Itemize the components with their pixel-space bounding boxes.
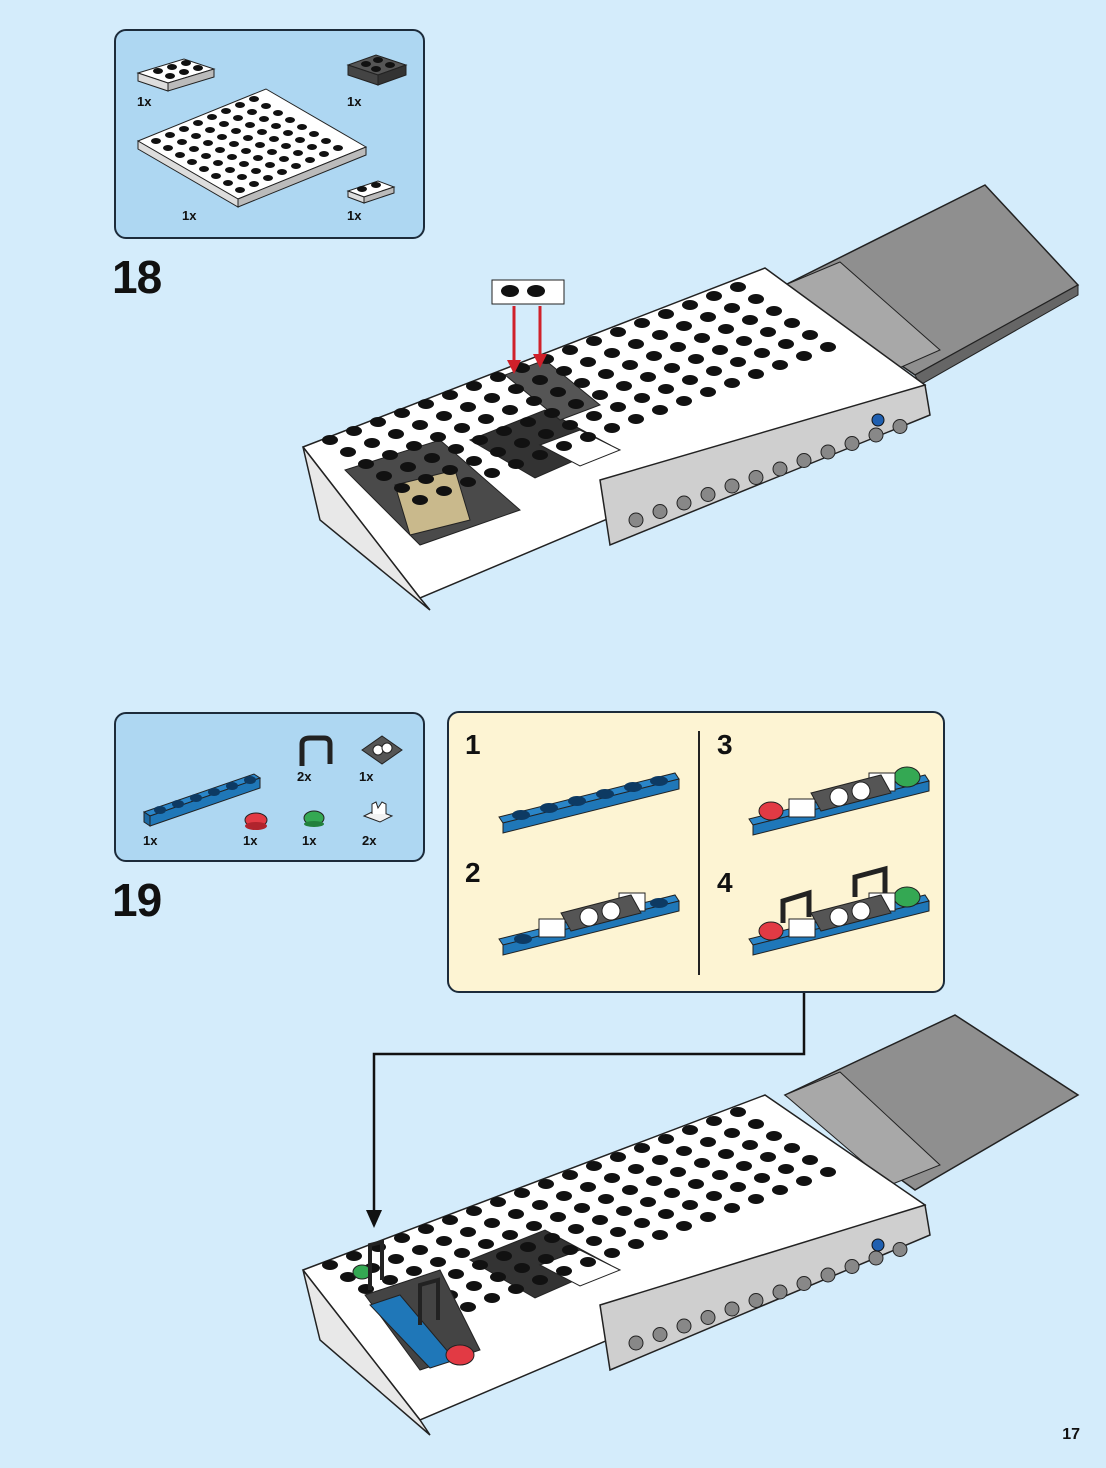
qty-dial-tile: 1x: [359, 769, 374, 784]
substep3-assembly: [748, 766, 930, 836]
substep-number-4: 4: [717, 867, 733, 898]
qty-bar-handle: 2x: [297, 769, 312, 784]
qty-red-round-tile: 1x: [243, 833, 258, 848]
part-green-round-tile: [303, 810, 325, 827]
part-dial-tile: [361, 735, 403, 765]
step19-parts-illustration: [142, 735, 403, 830]
step19-model-illustration: [301, 993, 1080, 1436]
part-dark-plate-2x2: [346, 54, 408, 86]
part-bar-handle: [299, 735, 333, 766]
qty-white-clip: 2x: [362, 833, 377, 848]
part-white-clip: [362, 801, 394, 823]
qty-green-round-tile: 1x: [302, 833, 317, 848]
part-white-plate-2x3: [136, 58, 216, 92]
substep-illustrations: [498, 731, 930, 975]
substep2-assembly: [498, 892, 680, 956]
qty-dark-plate-2x2: 1x: [347, 94, 362, 109]
step19-substep-panel: 1 2 3 4: [447, 711, 945, 993]
substep-number-2: 2: [465, 857, 481, 888]
step18-studs: [322, 282, 836, 505]
part-white-plate-1x2: [346, 180, 396, 204]
step18-model-illustration: [301, 184, 1080, 611]
substep1-blue-plate: [498, 772, 680, 834]
step-number-19: 19: [112, 874, 162, 926]
qty-white-plate-1x2: 1x: [347, 208, 362, 223]
part-white-plate-8x8: [136, 88, 368, 208]
qty-white-plate-8x8: 1x: [182, 208, 197, 223]
page-number: 17: [1062, 1426, 1080, 1443]
part-red-round-tile: [244, 812, 268, 830]
qty-blue-plate-1x6: 1x: [143, 833, 158, 848]
step-number-18: 18: [112, 251, 162, 303]
qty-white-plate-2x3: 1x: [137, 94, 152, 109]
substep-pointer-arrowhead: [366, 1210, 382, 1228]
step18-parts-box: 1x 1x 1x 1x: [114, 29, 425, 239]
substep-number-3: 3: [717, 729, 733, 760]
step18-red-arrows: [507, 306, 547, 374]
substep-number-1: 1: [465, 729, 481, 760]
step18-new-plate: [491, 279, 565, 305]
part-blue-plate-1x6: [142, 773, 262, 827]
substep-pointer-line: [372, 993, 806, 1220]
step18-parts-illustration: [136, 54, 408, 208]
substep4-assembly: [748, 865, 930, 956]
step19-parts-box: 1x 2x 1x 1x 1x 2x: [114, 712, 425, 862]
